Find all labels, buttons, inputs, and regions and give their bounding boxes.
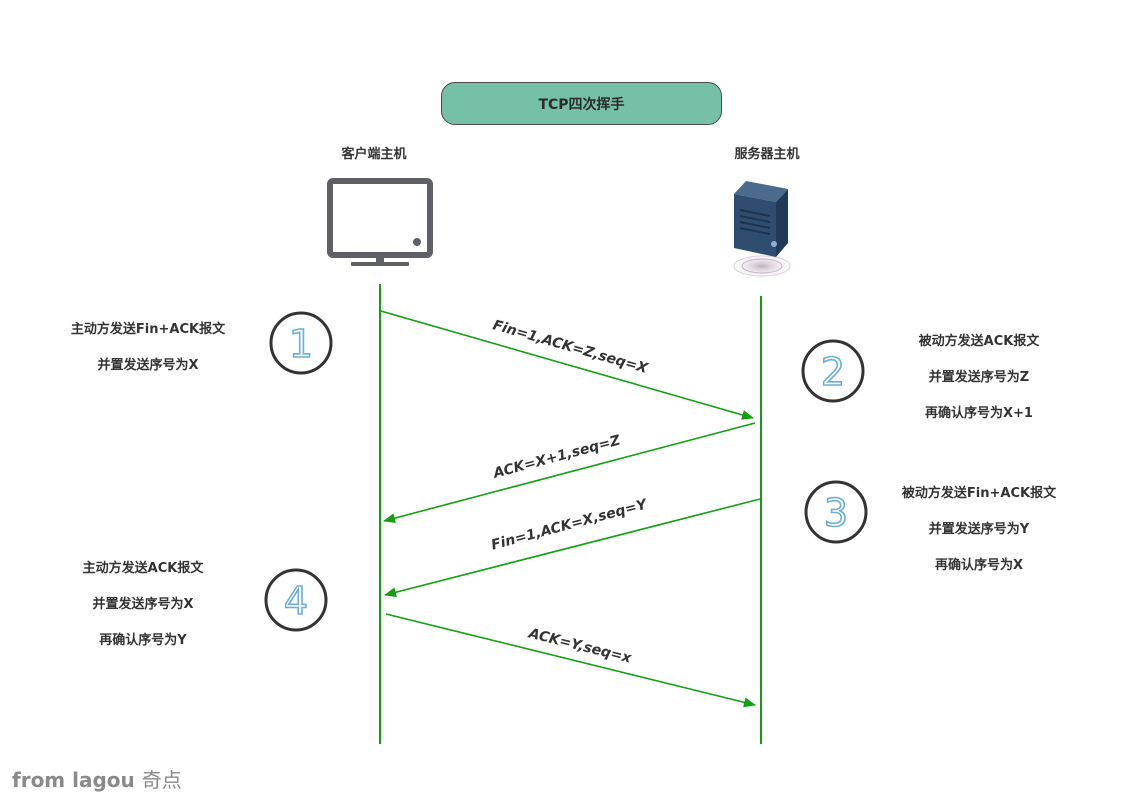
step-3-line-1: 被动方发送Fin+ACK报文 bbox=[901, 486, 1057, 501]
step-1-number: 1 bbox=[289, 322, 313, 366]
step-1-badge: 1 bbox=[269, 311, 333, 375]
step-2-badge: 2 bbox=[801, 339, 865, 403]
step-2-line-1: 被动方发送ACK报文 bbox=[918, 334, 1040, 349]
step-4-line-2: 并置发送序号为X bbox=[92, 597, 194, 612]
watermark-cn: 奇点 bbox=[141, 768, 182, 792]
server-host-label: 服务器主机 bbox=[734, 147, 800, 162]
step-3-line-2: 并置发送序号为Y bbox=[928, 522, 1030, 537]
step-2-description: 被动方发送ACK报文 并置发送序号为Z 再确认序号为X+1 bbox=[879, 324, 1079, 432]
message-3-label: Fin=1,ACK=X,seq=Y bbox=[490, 496, 651, 553]
step-1-description: 主动方发送Fin+ACK报文 并置发送序号为X bbox=[48, 312, 248, 384]
message-4-label: ACK=Y,seq=x bbox=[526, 625, 634, 666]
message-4-arrow bbox=[385, 613, 756, 708]
message-2-arrow bbox=[383, 422, 756, 524]
server-icon bbox=[726, 181, 798, 280]
step-3-description: 被动方发送Fin+ACK报文 并置发送序号为Y 再确认序号为X bbox=[879, 476, 1079, 584]
step-2-line-3: 再确认序号为X+1 bbox=[925, 406, 1033, 421]
message-3-arrow bbox=[384, 498, 761, 598]
step-4-line-1: 主动方发送ACK报文 bbox=[82, 561, 204, 576]
step-3-number: 3 bbox=[824, 491, 848, 535]
step-4-line-3: 再确认序号为Y bbox=[99, 633, 187, 648]
message-1-arrow bbox=[380, 310, 754, 420]
message-1-label: Fin=1,ACK=Z,seq=X bbox=[491, 317, 651, 377]
step-4-description: 主动方发送ACK报文 并置发送序号为X 再确认序号为Y bbox=[43, 551, 243, 659]
step-3-badge: 3 bbox=[804, 480, 868, 544]
step-1-line-2: 并置发送序号为X bbox=[97, 358, 199, 373]
step-4-badge: 4 bbox=[264, 568, 328, 632]
client-host-label: 客户端主机 bbox=[341, 147, 407, 162]
step-2-number: 2 bbox=[821, 350, 845, 394]
step-3-line-3: 再确认序号为X bbox=[934, 558, 1024, 573]
step-4-number: 4 bbox=[284, 579, 308, 623]
diagram-title-text: TCP四次挥手 bbox=[538, 96, 625, 113]
step-1-line-1: 主动方发送Fin+ACK报文 bbox=[70, 322, 226, 337]
watermark: from lagou 奇点 bbox=[12, 764, 182, 793]
step-2-line-2: 并置发送序号为Z bbox=[928, 370, 1030, 385]
watermark-latin: from lagou bbox=[12, 768, 135, 792]
monitor-icon bbox=[327, 178, 433, 266]
diagram-title: TCP四次挥手 bbox=[441, 82, 722, 125]
